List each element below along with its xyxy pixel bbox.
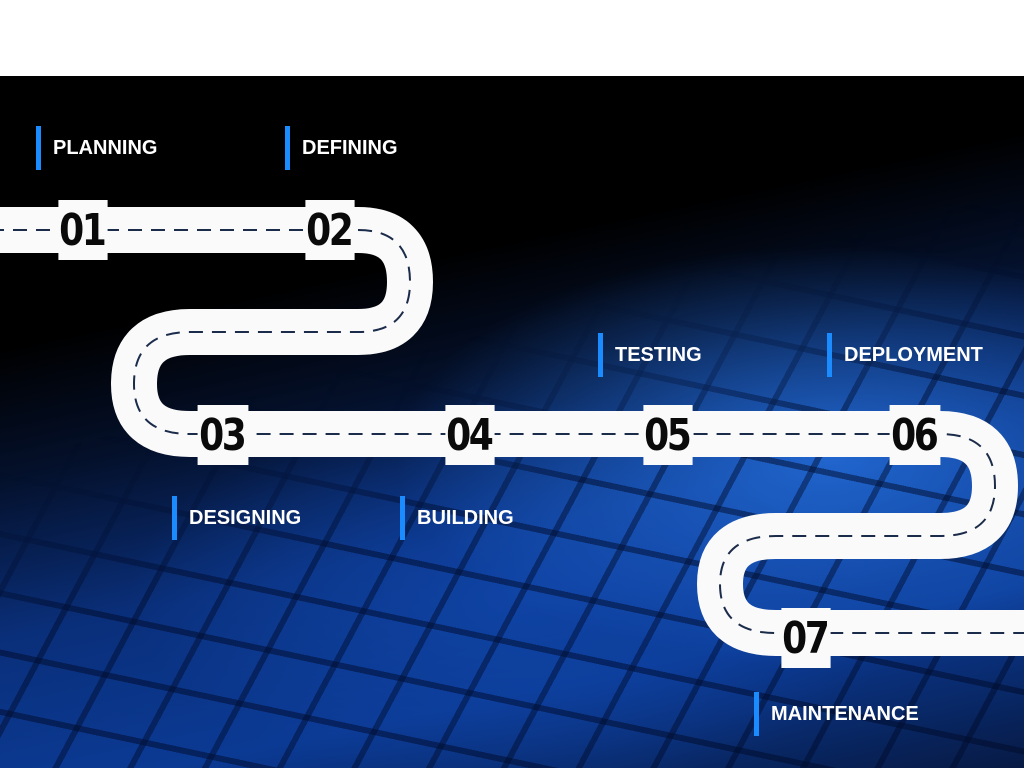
step-06-number: 06 [889,405,941,465]
step-02-label-text: DEFINING [302,136,398,159]
accent-bar [754,692,759,736]
step-05-label: TESTING [598,333,702,377]
step-07-label-text: MAINTENANCE [771,702,919,725]
winding-road [0,207,1024,656]
accent-bar [598,333,603,377]
step-02-number: 02 [305,200,355,260]
step-01-number: 01 [58,200,108,260]
step-06-label: DEPLOYMENT [827,333,983,377]
accent-bar [36,126,41,170]
step-05-label-text: TESTING [615,343,702,366]
step-01-label: PLANNING [36,126,157,170]
step-06-label-text: DEPLOYMENT [844,343,983,366]
step-05-number: 05 [643,405,693,465]
step-07-number: 07 [781,608,831,668]
accent-bar [400,496,405,540]
step-02-label: DEFINING [285,126,398,170]
road-surface [0,207,1024,656]
accent-bar [172,496,177,540]
road-center-dashes [0,229,1024,634]
step-03-number: 03 [197,405,249,465]
roadmap-canvas: 01 02 03 04 05 06 07 PLANNING DEFINING D… [0,76,1024,768]
step-03-label: DESIGNING [172,496,301,540]
step-04-label: BUILDING [400,496,514,540]
accent-bar [285,126,290,170]
step-01-label-text: PLANNING [53,136,158,159]
step-03-label-text: DESIGNING [189,506,302,529]
step-07-label: MAINTENANCE [754,692,919,736]
accent-bar [827,333,832,377]
step-04-label-text: BUILDING [417,506,514,529]
step-04-number: 04 [445,405,495,465]
